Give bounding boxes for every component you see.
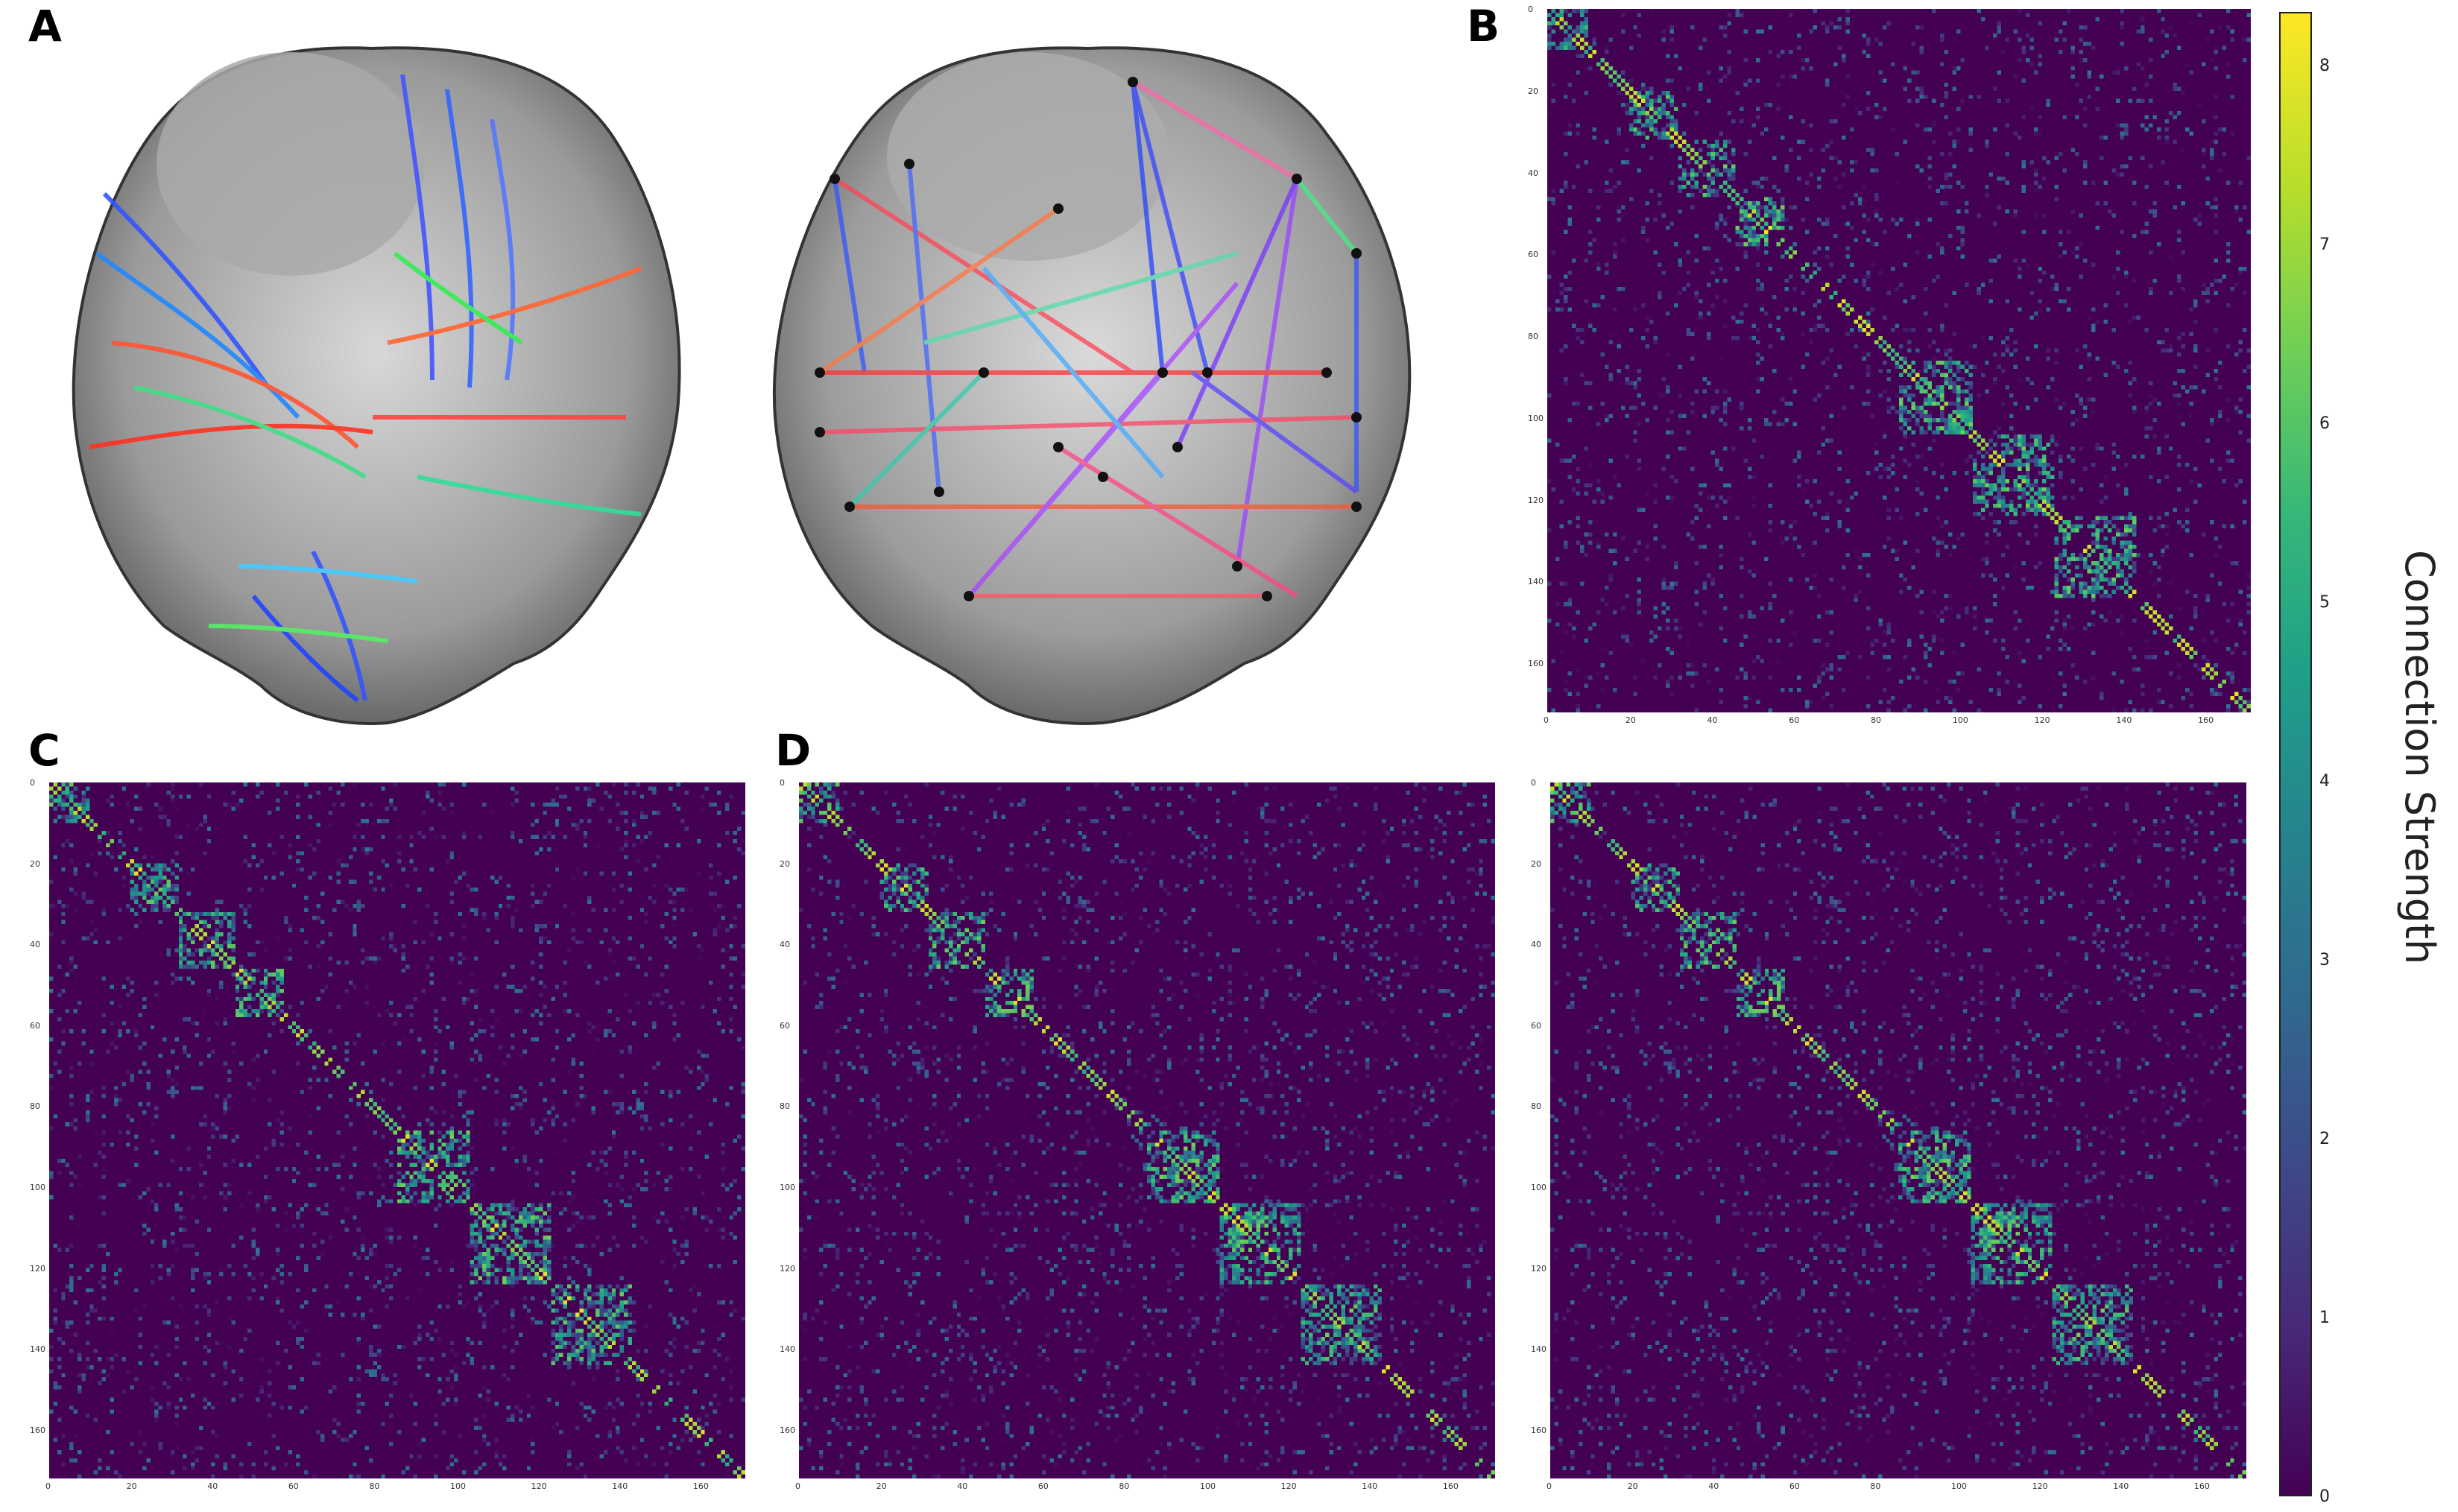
x-tick-label: 60 <box>1037 1481 1049 1491</box>
y-tick-label: 40 <box>1528 168 1538 178</box>
y-tick-label: 60 <box>30 1020 40 1031</box>
y-tick-label: 140 <box>780 1344 795 1355</box>
x-tick-label: 40 <box>1708 1481 1719 1491</box>
y-tick-label: 40 <box>1531 940 1541 950</box>
y-tick-label: 140 <box>1528 577 1544 587</box>
y-tick-label: 20 <box>30 858 40 869</box>
y-tick-label: 160 <box>1528 659 1544 669</box>
y-tick-label: 100 <box>1531 1183 1546 1193</box>
panel-label-d: D <box>775 725 812 776</box>
x-tick-label: 40 <box>207 1481 218 1491</box>
y-tick-label: 100 <box>30 1183 45 1193</box>
y-tick-label: 160 <box>1531 1425 1546 1435</box>
y-tick-label: 140 <box>1531 1344 1546 1355</box>
x-tick-label: 160 <box>692 1481 709 1491</box>
x-tick-label: 120 <box>1280 1481 1297 1491</box>
y-tick-label: 120 <box>30 1263 45 1274</box>
x-tick-label: 20 <box>876 1481 887 1491</box>
x-tick-label: 140 <box>2116 715 2132 725</box>
y-tick-label: 160 <box>30 1425 45 1435</box>
colorbar-tick-label: 3 <box>2319 951 2330 969</box>
y-tick-label: 120 <box>780 1263 795 1274</box>
panel-label-c: C <box>28 725 60 776</box>
y-tick-label: 0 <box>780 778 785 788</box>
x-tick-label: 20 <box>1627 1481 1638 1491</box>
x-tick-label: 140 <box>2113 1481 2129 1491</box>
heatmap-cells <box>799 782 1495 1478</box>
y-tick-label: 20 <box>1528 86 1538 96</box>
y-tick-label: 80 <box>1528 332 1538 342</box>
y-tick-label: 140 <box>30 1344 45 1355</box>
x-tick-label: 160 <box>2198 715 2214 725</box>
x-tick-label: 0 <box>1546 1481 1552 1491</box>
x-tick-label: 0 <box>795 1481 800 1491</box>
colorbar-tick-label: 1 <box>2319 1309 2330 1327</box>
x-tick-label: 60 <box>1789 715 1800 725</box>
y-tick-label: 80 <box>30 1101 40 1112</box>
x-tick-label: 120 <box>531 1481 547 1491</box>
heatmap-cells <box>1550 782 2246 1478</box>
brain-connectome-icon <box>772 46 1412 725</box>
colorbar-tick-label: 8 <box>2319 57 2330 75</box>
y-tick-label: 20 <box>1531 858 1541 869</box>
y-tick-label: 0 <box>1528 4 1533 14</box>
y-tick-label: 40 <box>30 940 40 950</box>
colorbar-label: Connection Strength <box>2396 550 2443 965</box>
y-tick-label: 160 <box>780 1425 795 1435</box>
x-tick-label: 40 <box>957 1481 968 1491</box>
colorbar <box>2279 12 2312 1496</box>
x-tick-label: 100 <box>450 1481 467 1491</box>
connectivity-matrix-d-right: 0 0 20 20 40 40 60 60 80 80 100 100 120 120 140 140 160 1… <box>1531 778 2246 1498</box>
x-tick-label: 120 <box>2032 1481 2048 1491</box>
y-tick-label: 120 <box>1528 495 1544 505</box>
panel-label-a: A <box>28 1 62 51</box>
connectivity-matrix-d-left: 0 0 20 20 40 40 60 60 80 80 100 100 120 120 140 140 160 1… <box>780 778 1495 1498</box>
x-tick-label: 140 <box>1362 1481 1378 1491</box>
x-tick-label: 80 <box>1870 1481 1881 1491</box>
colorbar-tick-label: 4 <box>2319 772 2330 791</box>
y-tick-label: 60 <box>1528 250 1538 260</box>
y-tick-label: 100 <box>1528 413 1544 423</box>
x-tick-label: 0 <box>1544 715 1549 725</box>
x-tick-label: 80 <box>1119 1481 1130 1491</box>
x-tick-label: 100 <box>1952 715 1968 725</box>
x-tick-label: 60 <box>288 1481 299 1491</box>
y-tick-label: 0 <box>1531 778 1536 788</box>
y-tick-label: 40 <box>780 940 790 950</box>
colorbar-tick-label: 0 <box>2319 1487 2330 1506</box>
heatmap-cells <box>1547 9 2251 712</box>
x-tick-label: 100 <box>1951 1481 1968 1491</box>
y-tick-label: 0 <box>30 778 35 788</box>
y-tick-label: 80 <box>780 1101 790 1112</box>
heatmap-cells <box>49 782 745 1478</box>
colorbar-tick-label: 2 <box>2319 1130 2330 1148</box>
x-tick-label: 160 <box>1442 1481 1459 1491</box>
y-tick-label: 120 <box>1531 1263 1546 1274</box>
x-tick-label: 0 <box>45 1481 51 1491</box>
x-tick-label: 20 <box>126 1481 137 1491</box>
y-tick-label: 100 <box>780 1183 795 1193</box>
x-tick-label: 60 <box>1789 1481 1800 1491</box>
connectivity-matrix-c: 0 0 20 20 40 40 60 60 80 80 100 100 120 120 140 140 160 1… <box>30 778 745 1498</box>
x-tick-label: 140 <box>612 1481 628 1491</box>
connectivity-matrix-b: 0 0 20 20 40 40 60 60 80 80 100 100 120 120 140 140 160 1… <box>1528 4 2251 732</box>
brain-tractography-icon <box>72 46 681 725</box>
x-tick-label: 120 <box>2034 715 2050 725</box>
panel-label-b: B <box>1467 1 1500 51</box>
x-tick-label: 160 <box>2193 1481 2210 1491</box>
colorbar-tick-label: 5 <box>2319 593 2330 612</box>
y-tick-label: 60 <box>780 1020 790 1031</box>
y-tick-label: 80 <box>1531 1101 1541 1112</box>
x-tick-label: 40 <box>1707 715 1718 725</box>
x-tick-label: 80 <box>369 1481 380 1491</box>
y-tick-label: 60 <box>1531 1020 1541 1031</box>
x-tick-label: 80 <box>1871 715 1882 725</box>
y-tick-label: 20 <box>780 858 790 869</box>
colorbar-tick-label: 6 <box>2319 414 2330 433</box>
colorbar-tick-label: 7 <box>2319 235 2330 254</box>
x-tick-label: 100 <box>1200 1481 1216 1491</box>
x-tick-label: 20 <box>1625 715 1636 725</box>
